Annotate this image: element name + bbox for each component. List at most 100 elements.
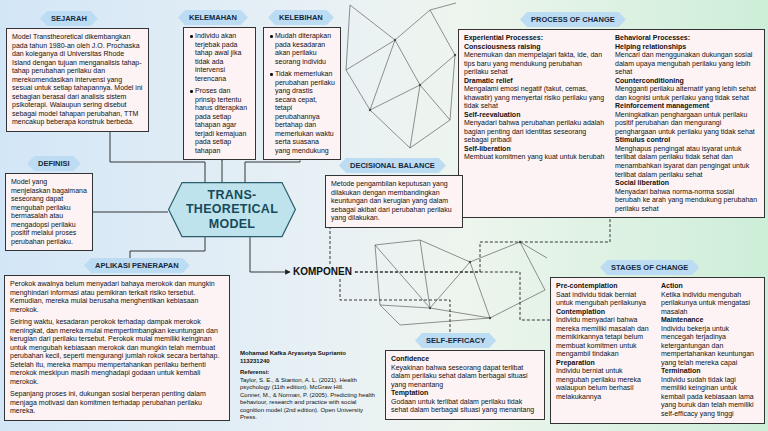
text-column: Pre-contemplationSaat individu tidak ber… xyxy=(556,282,654,419)
text-column: Perokok awalnya belum menyadari bahaya m… xyxy=(10,280,224,416)
reference-text: Conner, M., & Norman, P. (2005). Predict… xyxy=(240,392,378,422)
topic-box: KELEBIHAN Mudah diterapkan pada kesadaran… xyxy=(263,10,341,160)
body-text: Metode pengambilan keputusan yang dilaku… xyxy=(331,180,457,223)
body-text: Social liberation xyxy=(615,179,759,188)
section-heading: KELEMAHAN xyxy=(178,10,248,25)
content-box: ConfidenceKeyakinan bahwa seseorang dapa… xyxy=(385,350,545,420)
body-text: Mencari dan menggunakan dukungan sosial … xyxy=(615,51,759,77)
dot xyxy=(429,307,431,309)
body-text: Menemukan dan mempelajari fakta, ide, da… xyxy=(464,51,608,77)
dot xyxy=(469,261,471,263)
text-column: Experiential Processes:Consciousness rai… xyxy=(464,34,608,213)
connector xyxy=(340,279,450,333)
wireframe-top xyxy=(346,3,456,148)
section-heading: DEFINISI xyxy=(27,156,81,171)
text-column: ActionKetika individu mengubah perilakun… xyxy=(661,282,759,419)
body-text: Confidence xyxy=(391,355,539,364)
body-text: Individu sudah tidak lagi memiliki keing… xyxy=(661,376,759,419)
body-text: Proses dan prinsip tertentu harus ditera… xyxy=(189,87,250,155)
body-text: Menghapus pengingat atau isyarat untuk t… xyxy=(615,145,759,179)
topic-box: DEFINISI Model yang menjelaskan bagaimana… xyxy=(5,156,93,251)
topic-box: PROCESS OF CHANGEExperiential Processes:… xyxy=(458,12,765,218)
body-text: Experiential Processes: xyxy=(464,34,608,43)
dot xyxy=(454,54,456,56)
text-column: Mudah diterapkan pada kesadaran akan per… xyxy=(269,32,335,155)
body-text: Temptation xyxy=(391,389,539,398)
dot xyxy=(369,109,371,111)
section-heading: SELF-EFFICACY xyxy=(415,333,496,348)
body-text: Meningkatkan penghargaan untuk perilaku … xyxy=(615,111,759,137)
body-text: Contemplation xyxy=(556,308,654,317)
body-text: Seiring waktu, kesadaran perokok terhada… xyxy=(10,318,224,386)
dot xyxy=(419,84,421,86)
body-text: Helping relationships xyxy=(615,43,759,52)
body-text: Individu menyadari bahwa mereka memiliki… xyxy=(556,316,654,359)
content-box: Perokok awalnya belum menyadari bahaya m… xyxy=(4,275,230,421)
content-box: Metode pengambilan keputusan yang dilaku… xyxy=(325,175,463,228)
text-column: Individu akan terjebak pada tahap awal j… xyxy=(189,32,250,155)
connector xyxy=(330,228,331,264)
content-box: Mudah diterapkan pada kesadaran akan per… xyxy=(263,27,341,160)
section-heading: APLIKASI PENERAPAN xyxy=(84,258,190,273)
body-text: Action xyxy=(661,282,759,291)
text-column: Model yang menjelaskan bagaimana seseora… xyxy=(11,178,87,246)
body-text: Reinforcement management xyxy=(615,102,759,111)
reference-text: 113231240 xyxy=(240,358,378,366)
section-heading: KELEBIHAN xyxy=(268,10,334,25)
body-text: Perokok awalnya belum menyadari bahaya m… xyxy=(10,280,224,314)
text-column: ConfidenceKeyakinan bahwa seseorang dapa… xyxy=(391,355,539,415)
section-heading: SEJARAH xyxy=(40,11,98,26)
topic-box: SELF-EFFICACY ConfidenceKeyakinan bahwa s… xyxy=(385,333,545,420)
connector xyxy=(355,272,550,320)
body-text: Tidak memerlukan perubahan perilaku yang… xyxy=(269,70,335,155)
body-text: Termination xyxy=(661,367,759,376)
body-text: Individu akan terjebak pada tahap awal j… xyxy=(189,32,250,83)
wireframe-bottom xyxy=(375,240,547,325)
text-column: Metode pengambilan keputusan yang dilaku… xyxy=(331,180,457,223)
hub-label: KOMPONEN xyxy=(290,264,355,279)
central-title: TRANS- THEORETICAL MODEL xyxy=(184,188,280,231)
body-text: Model yang menjelaskan bagaimana seseora… xyxy=(11,178,87,246)
hub-title: KOMPONEN xyxy=(293,266,352,277)
connector xyxy=(250,237,290,272)
body-text: Mudah diterapkan pada kesadaran akan per… xyxy=(269,32,335,66)
body-text: Self-reevaluation xyxy=(464,111,608,120)
body-text: Consciousness raising xyxy=(464,43,608,52)
body-text: Menyadari bahwa perubahan perilaku adala… xyxy=(464,119,608,145)
topic-box: DECISIONAL BALANCE Metode pengambilan kep… xyxy=(325,158,463,228)
body-text: Godaan untuk terlibat dalam perilaku tid… xyxy=(391,398,539,415)
content-box: Pre-contemplationSaat individu tidak ber… xyxy=(550,277,765,424)
content-box: Model yang menjelaskan bagaimana seseora… xyxy=(5,173,93,251)
topic-box: SEJARAH Model Transtheoretical dikembangk… xyxy=(6,11,149,132)
body-text: Menyadari bahwa norma-norma sosial berub… xyxy=(615,188,759,214)
topic-box: STAGES OF CHANGE Pre-contemplationSaat in… xyxy=(550,260,765,424)
text-column: Model Transtheoretical dikembangkan pada… xyxy=(12,33,143,127)
reference-text: Mohamad Kafka Aryasetya Suprianto xyxy=(240,350,378,358)
body-text: Individu bekerja untuk mencegah terjadin… xyxy=(661,325,759,368)
body-text: Mengalami emosi negatif (takut, cemas, k… xyxy=(464,85,608,111)
body-text: Keyakinan bahwa seseorang dapat terlibat… xyxy=(391,364,539,390)
central-hexagon: TRANS- THEORETICAL MODEL xyxy=(168,182,296,237)
body-text: Maintenance xyxy=(661,316,759,325)
hexagon-outline xyxy=(169,183,296,237)
dot xyxy=(489,317,491,319)
body-text: Self-liberation xyxy=(464,145,608,154)
body-text: Preparation xyxy=(556,359,654,368)
section-heading: STAGES OF CHANGE xyxy=(600,260,699,275)
body-text: Counterconditioning xyxy=(615,77,759,86)
connector xyxy=(93,212,168,213)
section-heading: DECISIONAL BALANCE xyxy=(339,158,446,173)
body-text: Ketika individu mengubah perilakunya unt… xyxy=(661,291,759,317)
topic-box: KELEMAHANIndividu akan terjebak pada tah… xyxy=(183,10,256,160)
reference-text: Taylor, S. E., & Stanton, A. L. (2021). … xyxy=(240,377,378,392)
body-text: Membuat komitmen yang kuat untuk berubah xyxy=(464,153,608,162)
body-text: Individu berniat untuk mengubah perilaku… xyxy=(556,367,654,401)
connector xyxy=(245,160,300,182)
body-text: Saat individu tidak berniat untuk mengub… xyxy=(556,291,654,308)
content-box: Model Transtheoretical dikembangkan pada… xyxy=(6,28,149,132)
content-box: Experiential Processes:Consciousness rai… xyxy=(458,29,765,218)
body-text: Stimulus control xyxy=(615,136,759,145)
body-text: Sepanjang proses ini, dukungan sosial be… xyxy=(10,390,224,416)
body-text: Mengganti perilaku alternatif yang lebih… xyxy=(615,85,759,102)
